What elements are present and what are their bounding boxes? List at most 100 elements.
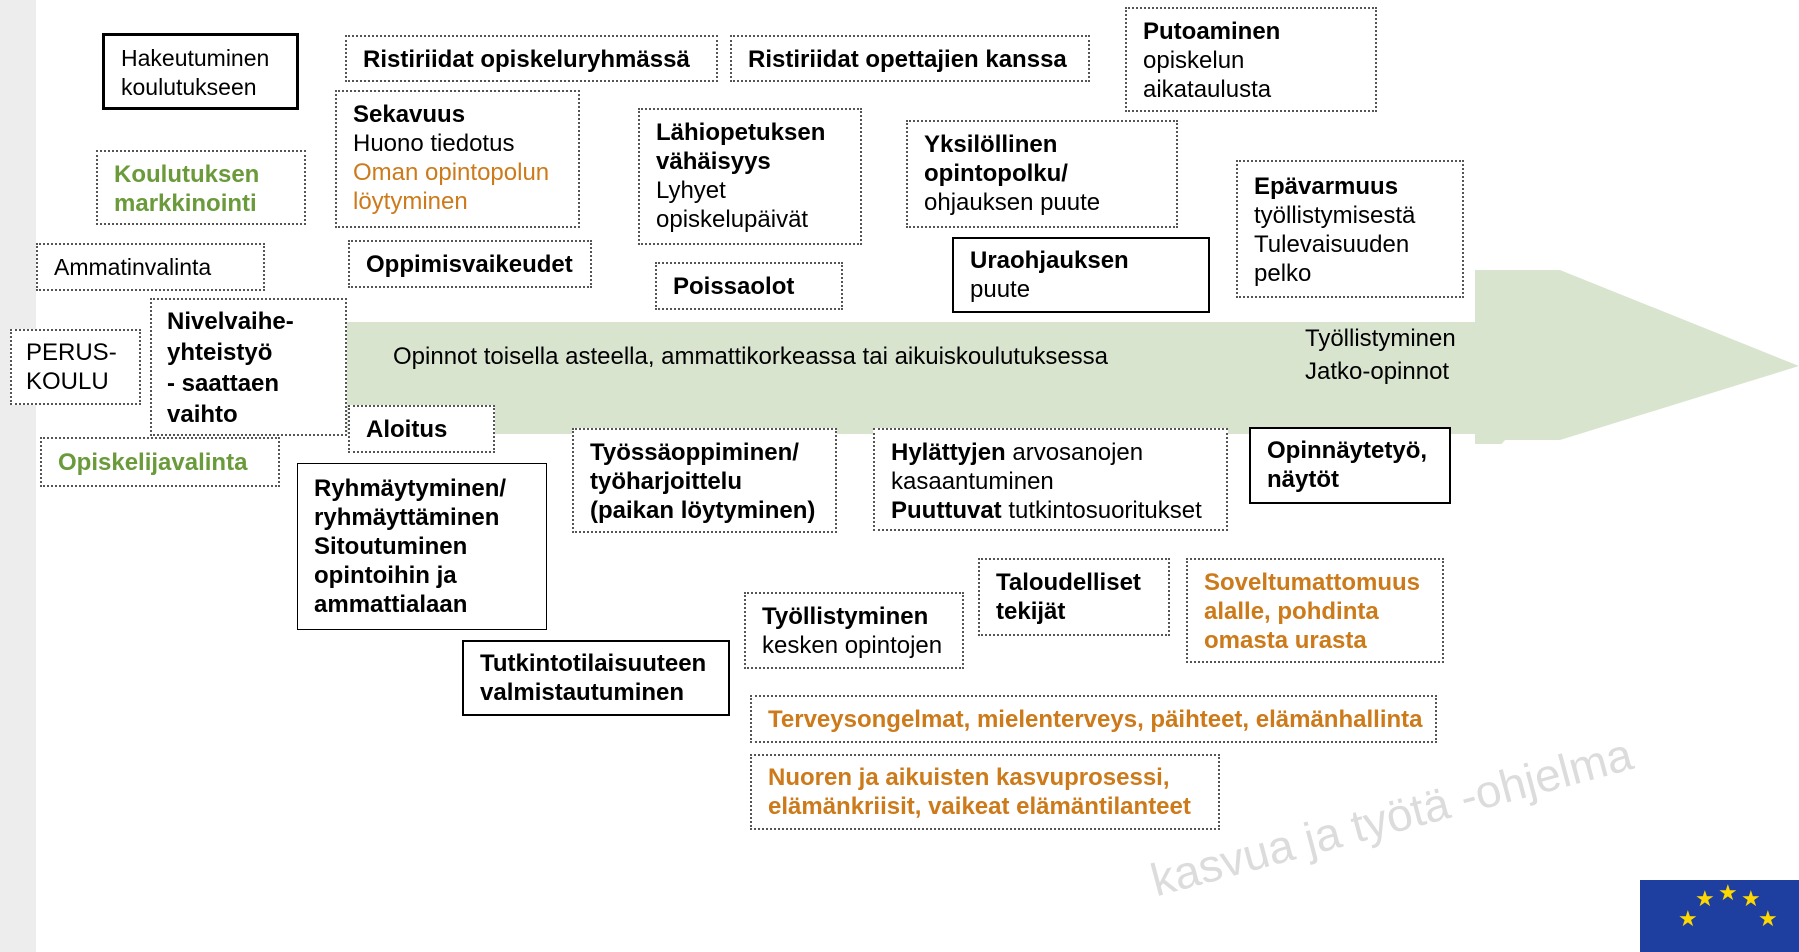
aloitus-line: Aloitus xyxy=(366,416,448,443)
ryhmaytyminen-line-3: Sitoutuminen xyxy=(314,533,468,560)
soveltumattomuus-line-2: alalle, pohdinta xyxy=(1204,598,1379,625)
yksilollinen-line-1: Yksilöllinen xyxy=(924,131,1058,158)
putoaminen-line-2: opiskelun xyxy=(1143,47,1245,74)
box-soveltumattomuus: Soveltumattomuus alalle, pohdinta omasta… xyxy=(1186,558,1444,663)
tyossaoppiminen-line-2: työharjoittelu xyxy=(590,468,743,495)
lahiopetus-line-1: Lähiopetuksen xyxy=(656,119,826,146)
eu-star-icon: ★ xyxy=(1741,886,1761,911)
box-ammatinvalinta: Ammatinvalinta xyxy=(36,243,265,291)
tyossaoppiminen-line-3: (paikan löytyminen) xyxy=(590,497,816,524)
box-nivelvaihe: Nivelvaihe- yhteistyö - saattaen vaihto xyxy=(150,298,347,436)
kasvuprosessi-line-1: Nuoren ja aikuisten kasvuprosessi, xyxy=(768,764,1170,791)
box-taloudelliset: Taloudelliset tekijät xyxy=(978,558,1170,636)
nivelvaihe-line-2: yhteistyö xyxy=(167,339,273,366)
box-yksilollinen: Yksilöllinen opintopolku/ ohjauksen puut… xyxy=(906,120,1178,228)
ammatinvalinta-line: Ammatinvalinta xyxy=(54,254,212,280)
box-opiskelijavalinta: Opiskelijavalinta xyxy=(40,437,280,487)
ristiriidat-ryhma-line: Ristiriidat opiskeluryhmässä xyxy=(363,46,690,73)
peruskoulu-line-2: KOULU xyxy=(26,368,109,395)
hylattyjen-rest-1: arvosanojen xyxy=(1005,439,1144,466)
lahiopetus-line-2: vähäisyys xyxy=(656,148,771,175)
box-ryhmaytyminen: Ryhmäytyminen/ ryhmäyttäminen Sitoutumin… xyxy=(297,463,547,630)
epavarmuus-line-2: työllistymisestä xyxy=(1254,202,1416,229)
hylattyjen-rest-3: tutkintosuoritukset xyxy=(1001,497,1202,524)
arrow-end-line-1: Työllistyminen xyxy=(1305,325,1456,352)
eu-star-icon: ★ xyxy=(1678,906,1698,931)
box-uraohjaus: Uraohjauksen puute xyxy=(952,237,1210,313)
soveltumattomuus-line-3: omasta urasta xyxy=(1204,627,1367,654)
nivelvaihe-line-3: - saattaen xyxy=(167,370,280,397)
left-sidebar-strip xyxy=(0,0,36,952)
eu-star-icon: ★ xyxy=(1695,886,1715,911)
sekavuus-line-2: Huono tiedotus xyxy=(353,130,515,157)
terveysongelmat-line: Terveysongelmat, mielenterveys, päihteet… xyxy=(768,706,1423,733)
box-oppimisvaikeudet: Oppimisvaikeudet xyxy=(348,240,592,288)
taloudelliset-line-2: tekijät xyxy=(996,598,1066,625)
putoaminen-line-3: aikataulusta xyxy=(1143,76,1272,103)
sekavuus-line-4: löytyminen xyxy=(353,188,468,215)
uraohjaus-line-2: puute xyxy=(970,276,1031,303)
arrow-main-text: Opinnot toisella asteella, ammattikorkea… xyxy=(393,343,1109,370)
tutkintotilaisuus-line-1: Tutkintotilaisuuteen xyxy=(480,650,707,677)
box-ristiriidat-opettajat: Ristiriidat opettajien kanssa xyxy=(730,35,1090,82)
tutkintotilaisuus-line-2: valmistautuminen xyxy=(480,679,685,706)
box-terveysongelmat: Terveysongelmat, mielenterveys, päihteet… xyxy=(750,695,1437,743)
box-hakeutuminen: Hakeutuminen koulutukseen xyxy=(102,33,299,110)
hylattyjen-line-1: Hylättyjen arvosanojen xyxy=(891,438,1210,467)
box-poissaolot: Poissaolot xyxy=(655,262,843,310)
kasvuprosessi-line-2: elämänkriisit, vaikeat elämäntilanteet xyxy=(768,793,1191,820)
lahiopetus-line-3: Lyhyet xyxy=(656,177,726,204)
tyollistyminen-kesken-line-2: kesken opintojen xyxy=(762,632,943,659)
box-ristiriidat-opiskeluryhma: Ristiriidat opiskeluryhmässä xyxy=(345,35,718,82)
uraohjaus-line-1: Uraohjauksen xyxy=(970,247,1129,274)
process-arrow-shape xyxy=(300,270,1799,440)
epavarmuus-line-3: Tulevaisuuden xyxy=(1254,231,1410,258)
opinnaytetyo-line-2: näytöt xyxy=(1267,466,1339,493)
hakeutuminen-line-1: Hakeutuminen xyxy=(121,45,270,71)
hylattyjen-bold-1: Hylättyjen xyxy=(891,439,1006,466)
yksilollinen-line-3: ohjauksen puute xyxy=(924,189,1101,216)
box-tyollistyminen-kesken: Työllistyminen kesken opintojen xyxy=(744,592,964,669)
box-sekavuus: Sekavuus Huono tiedotus Oman opintopolun… xyxy=(335,90,580,228)
nivelvaihe-line-4: vaihto xyxy=(167,401,238,428)
lahiopetus-line-4: opiskelupäivät xyxy=(656,206,809,233)
box-hylattyjen: Hylättyjen arvosanojen kasaantuminen Puu… xyxy=(873,428,1228,531)
box-opinnaytetyo: Opinnäytetyö, näytöt xyxy=(1249,427,1451,504)
taloudelliset-line-1: Taloudelliset xyxy=(996,569,1141,596)
opiskelijavalinta-line: Opiskelijavalinta xyxy=(58,449,248,476)
hylattyjen-bold-3: Puuttuvat xyxy=(891,497,1002,524)
eu-flag-logo: ★ ★ ★ ★ ★ xyxy=(1640,880,1799,952)
box-koulutuksen-markkinointi: Koulutuksen markkinointi xyxy=(96,150,306,225)
arrow-end-text: Työllistyminen Jatko-opinnot xyxy=(1305,322,1456,388)
box-tyossaoppiminen: Työssäoppiminen/ työharjoittelu (paikan … xyxy=(572,428,837,533)
hakeutuminen-line-2: koulutukseen xyxy=(121,74,257,100)
epavarmuus-line-4: pelko xyxy=(1254,260,1312,287)
box-putoaminen: Putoaminen opiskelun aikataulusta xyxy=(1125,7,1377,112)
peruskoulu-line-1: PERUS- xyxy=(26,339,117,366)
soveltumattomuus-line-1: Soveltumattomuus xyxy=(1204,569,1421,596)
yksilollinen-line-2: opintopolku/ xyxy=(924,160,1068,187)
ryhmaytyminen-line-2: ryhmäyttäminen xyxy=(314,504,500,531)
box-peruskoulu: PERUS- KOULU xyxy=(10,329,141,405)
putoaminen-line-1: Putoaminen xyxy=(1143,18,1281,45)
box-aloitus: Aloitus xyxy=(348,405,495,453)
markkinointi-line-1: Koulutuksen xyxy=(114,161,260,188)
oppimisvaikeudet-line: Oppimisvaikeudet xyxy=(366,251,573,278)
sekavuus-line-1: Sekavuus xyxy=(353,101,466,128)
box-lahiopetus: Lähiopetuksen vähäisyys Lyhyet opiskelup… xyxy=(638,108,862,245)
epavarmuus-line-1: Epävarmuus xyxy=(1254,173,1399,200)
ristiriidat-opettajat-line: Ristiriidat opettajien kanssa xyxy=(748,46,1067,73)
box-tutkintotilaisuus: Tutkintotilaisuuteen valmistautuminen xyxy=(462,640,730,716)
ryhmaytyminen-line-4: opintoihin ja xyxy=(314,562,457,589)
arrow-end-line-2: Jatko-opinnot xyxy=(1305,358,1450,385)
ryhmaytyminen-line-1: Ryhmäytyminen/ xyxy=(314,475,507,502)
poissaolot-line: Poissaolot xyxy=(673,273,795,300)
hylattyjen-line-3: Puuttuvat tutkintosuoritukset xyxy=(891,496,1210,525)
box-kasvuprosessi: Nuoren ja aikuisten kasvuprosessi, elämä… xyxy=(750,754,1220,830)
eu-star-icon: ★ xyxy=(1758,906,1778,931)
tyossaoppiminen-line-1: Työssäoppiminen/ xyxy=(590,439,799,466)
sekavuus-line-3: Oman opintopolun xyxy=(353,159,550,186)
hylattyjen-line-2: kasaantuminen xyxy=(891,468,1054,495)
box-epavarmuus: Epävarmuus työllistymisestä Tulevaisuude… xyxy=(1236,160,1464,298)
ryhmaytyminen-line-5: ammattialaan xyxy=(314,591,468,618)
